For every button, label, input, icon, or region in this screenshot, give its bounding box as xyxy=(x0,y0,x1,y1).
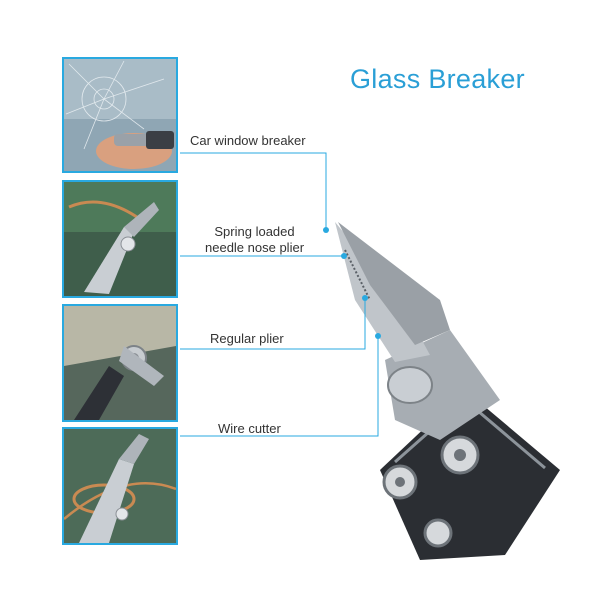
callout-dot-3 xyxy=(362,295,368,301)
label-line: Wire cutter xyxy=(218,421,281,436)
photo-wire-cutter xyxy=(62,427,178,545)
label-regular-plier: Regular plier xyxy=(210,331,284,347)
callout-dot-4 xyxy=(375,333,381,339)
callout-dot-1 xyxy=(323,227,329,233)
photo-car-window-breaker xyxy=(62,57,178,173)
label-car-window-breaker: Car window breaker xyxy=(190,133,306,149)
label-line: Regular plier xyxy=(210,331,284,346)
callout-dot-2 xyxy=(341,253,347,259)
label-line: Spring loaded xyxy=(214,224,295,239)
photo-needle-nose-plier xyxy=(62,180,178,298)
screw xyxy=(440,435,480,475)
photo-regular-plier xyxy=(62,304,178,422)
callout-line-1 xyxy=(180,152,327,228)
page-title: Glass Breaker xyxy=(350,64,525,94)
label-needle-nose-plier: Spring loaded needle nose plier xyxy=(205,224,304,256)
screw xyxy=(423,518,453,548)
tool-pivot xyxy=(385,330,500,440)
label-line: needle nose plier xyxy=(205,240,305,255)
needle-nose-jaw xyxy=(335,222,430,362)
screw xyxy=(382,464,418,500)
tool-handle xyxy=(380,390,560,560)
label-line: Car window breaker xyxy=(190,133,306,148)
label-wire-cutter: Wire cutter xyxy=(218,421,281,437)
